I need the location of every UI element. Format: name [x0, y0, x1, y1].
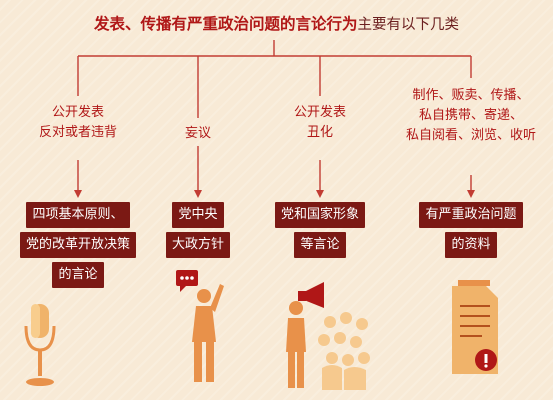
- category-box-1: 四项基本原则、 党的改革开放决策 的言论: [8, 200, 148, 290]
- document-icon: [452, 280, 498, 374]
- megaphone-crowd-icon: [286, 282, 370, 390]
- branch-label-4: 制作、贩卖、传播、 私自携带、寄递、 私自阅看、浏览、收听: [405, 88, 536, 143]
- category-box-4: 有严重政治问题 的资料: [406, 200, 536, 260]
- category-box-2: 党中央 大政方针: [148, 200, 248, 260]
- title-rest: 主要有以下几类: [357, 17, 460, 33]
- branch-label-2: 妄议: [184, 126, 211, 141]
- branch-label-1: 公开发表 反对或者违背: [38, 105, 117, 140]
- microphone-icon: [24, 304, 56, 386]
- title-main: 发表、传播有严重政治问题的言论行为: [93, 15, 358, 33]
- page-title: 发表、传播有严重政治问题的言论行为主要有以下几类: [0, 12, 553, 34]
- arrow-head: [74, 190, 82, 198]
- branch-label-3: 公开发表 丑化: [293, 105, 346, 140]
- speaking-person-icon: [176, 270, 224, 382]
- category-box-3: 党和国家形象 等言论: [260, 200, 380, 260]
